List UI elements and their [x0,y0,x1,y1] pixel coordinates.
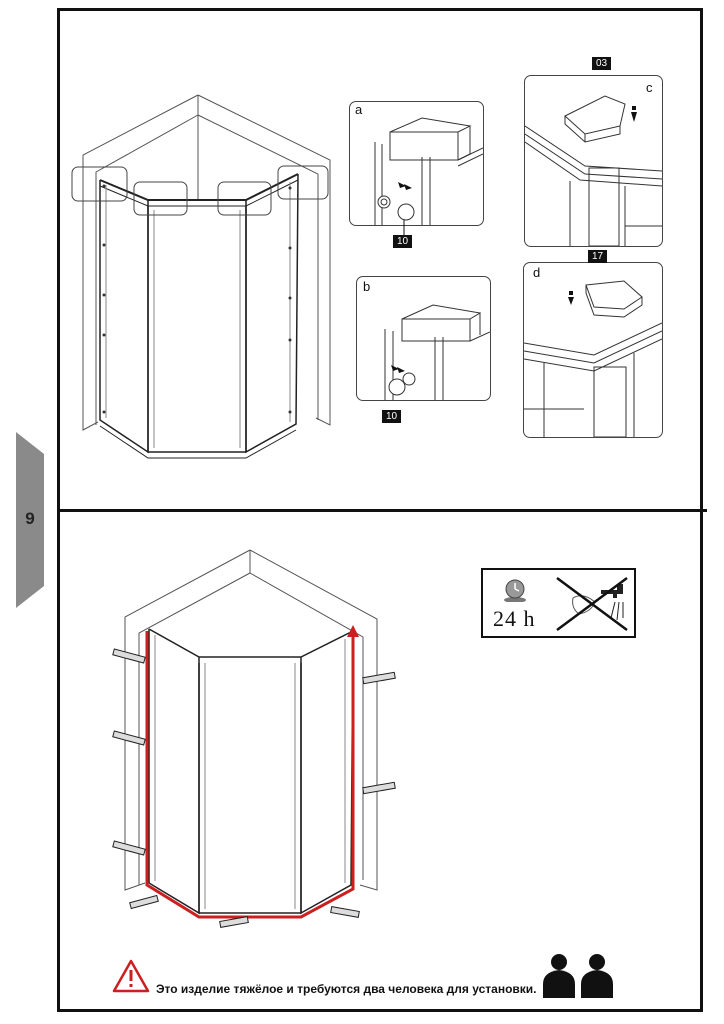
page-number: 9 [25,509,35,528]
person-icon [543,954,575,998]
detail-panel-b [356,276,491,401]
part-number-17: 17 [588,250,608,263]
part-number-03: 03 [592,57,612,70]
callout-letter-a: a [355,102,363,117]
detail-panel-a [349,101,484,226]
detail-panel-c [524,75,663,247]
sealant-line [145,631,355,919]
part-number-10-a: 10 [393,235,413,248]
page-tab [16,432,44,608]
two-person-warning: Это изделие тяжёлое и требуются два чело… [112,954,632,1002]
warning-triangle-icon [112,959,150,993]
callout-letter-c: c [646,80,653,95]
clock-icon [504,579,526,602]
leader-line [403,220,405,236]
warning-text: Это изделие тяжёлое и требуются два чело… [156,982,537,996]
shower-enclosure-drawing-top [71,94,331,459]
no-water-icon [556,576,628,632]
detail-panel-d [523,262,663,438]
callout-letter-d: d [533,265,541,280]
part-number-10-b: 10 [382,410,402,423]
section-divider [57,509,707,512]
cure-duration: 24 h [493,606,536,631]
shower-enclosure-drawing-sealing [112,549,396,928]
person-icon [581,954,613,998]
callout-letter-b: b [363,279,371,294]
cure-time-notice: 24 h [481,568,636,638]
